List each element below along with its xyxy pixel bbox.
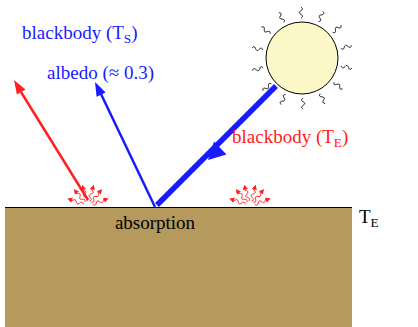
sun-ray: [252, 47, 263, 51]
sun-ray: [253, 67, 264, 71]
arrow-head: [67, 198, 73, 203]
arrow-head: [97, 189, 102, 195]
arrow-head: [265, 198, 271, 203]
sun-label: blackbody (TS): [22, 22, 138, 45]
sun-ray: [320, 94, 326, 104]
sun-ray: [333, 25, 341, 32]
arrow-head: [243, 185, 248, 191]
albedo-label: albedo (≈ 0.3): [47, 62, 154, 85]
arrow-head: [259, 189, 264, 195]
subscript: S: [124, 31, 131, 46]
sun-ray: [319, 12, 324, 22]
sun-ray: [261, 27, 270, 34]
arrow-head: [229, 198, 235, 203]
earth-emission-label: blackbody (TE): [232, 126, 348, 149]
sun-ray: [341, 66, 352, 70]
thermal-emission-squiggles: [67, 185, 270, 206]
subscript: E: [371, 215, 379, 230]
ground-label: absorption: [115, 212, 195, 235]
sun-ray: [334, 82, 343, 89]
sun-ray: [279, 13, 285, 23]
sun-disc: [266, 22, 338, 94]
sun-ray: [299, 7, 302, 18]
subscript: E: [334, 135, 342, 150]
arrow-head: [90, 185, 95, 191]
arrow-head: [236, 189, 241, 195]
arrow-head: [14, 80, 26, 95]
reflected-light: [101, 94, 155, 207]
arrow-head: [81, 185, 86, 191]
earth-temperature-label: TE: [359, 206, 379, 229]
arrow-head: [103, 198, 109, 203]
ground-block: absorption: [5, 207, 352, 327]
sun-ray: [301, 98, 304, 109]
sun-ray: [280, 95, 285, 105]
arrow-head: [74, 189, 79, 195]
arrow-head: [252, 185, 257, 191]
sun-ray: [341, 45, 352, 49]
arrow-head: [208, 142, 227, 161]
arrow-head: [95, 82, 106, 97]
emitted-radiation: [21, 92, 88, 200]
